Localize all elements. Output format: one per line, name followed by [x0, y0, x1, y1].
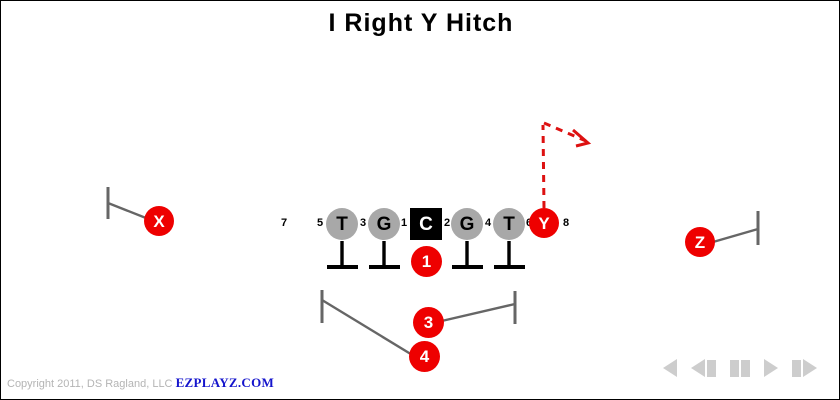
- gap-number-5: 5: [317, 217, 324, 229]
- right-tackle-block-stem: [494, 241, 525, 269]
- playback-controls: [663, 359, 817, 377]
- gap-number-2: 2: [444, 217, 451, 229]
- pause-button[interactable]: [730, 359, 750, 377]
- page-title: I Right Y Hitch: [328, 9, 514, 37]
- step-back-icon: [691, 359, 705, 377]
- player-center[interactable]: C: [410, 208, 442, 240]
- player-receiver-x[interactable]: X: [144, 206, 174, 236]
- brand-link[interactable]: EZPLAYZ.COM: [175, 375, 275, 390]
- copyright-text: Copyright 2011, DS Ragland, LLC: [7, 378, 173, 390]
- pause-icon: [730, 359, 739, 377]
- step-back-button[interactable]: [691, 359, 716, 377]
- rewind-button[interactable]: [663, 359, 677, 377]
- right-guard-block-stem: [452, 241, 483, 269]
- step-forward-button[interactable]: [792, 359, 817, 377]
- y-route-arrowhead-icon: [572, 128, 592, 148]
- player-left-tackle[interactable]: T: [326, 208, 358, 240]
- step-forward-icon: [803, 359, 817, 377]
- play-icon: [764, 359, 778, 377]
- gap-number-7: 7: [281, 217, 288, 229]
- step-forward-bar-icon: [792, 359, 801, 377]
- left-guard-block-stem: [369, 241, 400, 269]
- y-route-stem: [541, 124, 546, 209]
- player-receiver-y[interactable]: Y: [529, 208, 559, 238]
- step-back-bar-icon: [707, 359, 716, 377]
- x-connector-line: [107, 201, 152, 222]
- player-tailback[interactable]: 4: [409, 341, 440, 372]
- player-right-guard[interactable]: G: [451, 208, 483, 240]
- tailback-assignment-line: [321, 298, 415, 358]
- player-fullback[interactable]: 3: [413, 307, 444, 338]
- play-button[interactable]: [764, 359, 778, 377]
- fullback-assignment-line: [432, 302, 516, 325]
- player-receiver-z[interactable]: Z: [685, 227, 715, 257]
- gap-number-8: 8: [563, 217, 570, 229]
- z-connector-line: [712, 227, 759, 244]
- pause-icon-second: [741, 359, 750, 377]
- player-quarterback[interactable]: 1: [411, 246, 442, 277]
- y-route-break: [543, 121, 587, 143]
- gap-number-1: 1: [401, 217, 408, 229]
- copyright-notice: Copyright 2011, DS Ragland, LLC EZPLAYZ.…: [7, 375, 274, 391]
- gap-number-4: 4: [485, 217, 492, 229]
- left-tackle-block-stem: [327, 241, 358, 269]
- player-left-guard[interactable]: G: [368, 208, 400, 240]
- player-right-tackle[interactable]: T: [493, 208, 525, 240]
- rewind-icon: [663, 359, 677, 377]
- gap-number-3: 3: [360, 217, 367, 229]
